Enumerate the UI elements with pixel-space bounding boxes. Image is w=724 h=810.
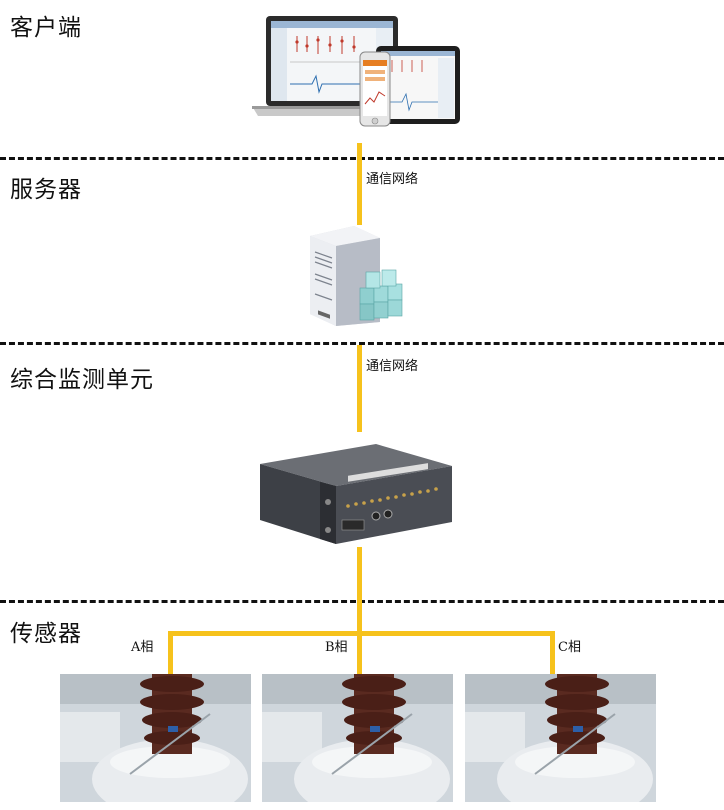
layer-label-monitor: 综合监测单元 [10, 367, 154, 393]
phase-label-a: A相 [131, 640, 154, 655]
layer-label-server: 服务器 [10, 177, 82, 203]
net-label-client-server: 通信网络 [366, 172, 419, 187]
rack-monitoring-unit-icon [260, 444, 452, 544]
link-server-monitor [357, 345, 362, 432]
server-tower-icon [310, 226, 403, 326]
phase-bus [168, 631, 555, 636]
laptop-tablet-phone-icon [252, 16, 460, 127]
phase-label-c: C相 [558, 640, 581, 655]
net-label-server-monitor: 通信网络 [366, 359, 419, 374]
link-phase-c [550, 631, 555, 674]
link-client-server [357, 143, 362, 225]
divider-client-server [0, 157, 724, 160]
sensor-photo-phase-c [465, 674, 656, 802]
sensor-photo-phase-b [262, 674, 453, 802]
link-phase-a [168, 631, 173, 674]
layer-label-client: 客户端 [10, 15, 82, 41]
phase-label-b: B相 [325, 640, 348, 655]
link-monitor-bus [357, 547, 362, 674]
sensor-photo-phase-a [60, 674, 251, 802]
layer-label-sensor: 传感器 [10, 621, 82, 647]
divider-monitor-sensor [0, 600, 724, 603]
divider-server-monitor [0, 342, 724, 345]
